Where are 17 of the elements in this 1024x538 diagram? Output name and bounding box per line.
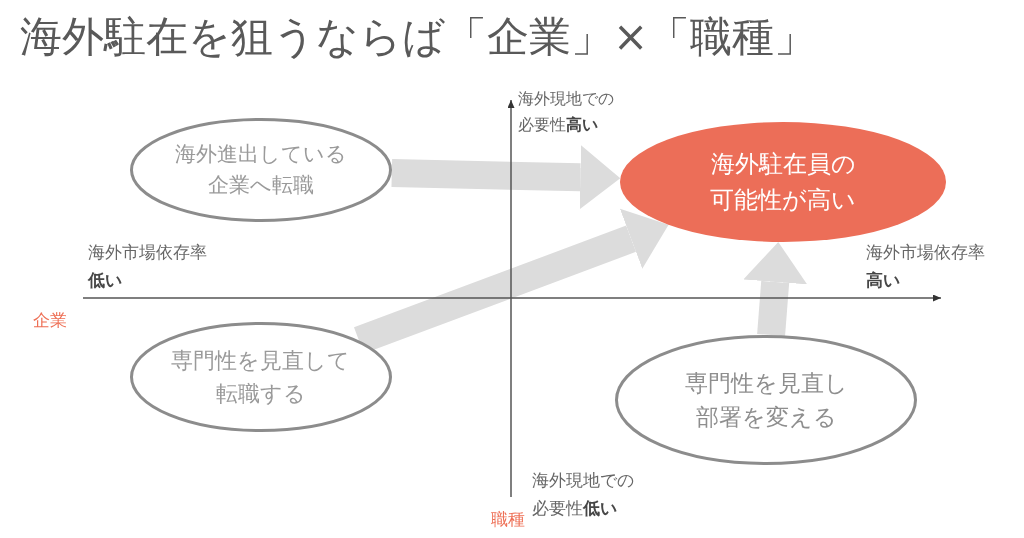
node-label: 海外進出している企業へ転職: [174, 140, 348, 199]
axis-title: 企業: [33, 309, 68, 332]
node-label: 海外駐在員の可能性が高い: [709, 149, 857, 216]
axis-label: 海外市場依存率高い: [866, 241, 986, 293]
block-arrow: [743, 242, 808, 337]
axis-label: 海外現地での必要性高い: [518, 88, 615, 137]
node-label: 専門性を見直して転職する: [170, 347, 352, 408]
axis-title: 職種: [491, 508, 526, 531]
block-arrow: [391, 145, 621, 210]
oval-node: [130, 322, 392, 432]
node-label: 専門性を見直し部署を変える: [683, 368, 849, 432]
oval-node: [620, 122, 946, 242]
title: 海外駐在を狙うならば「企業」×「職種」: [20, 12, 817, 63]
oval-node: [615, 335, 917, 465]
axis-label: 海外市場依存率低い: [88, 241, 208, 293]
axis-label: 海外現地での必要性低い: [532, 469, 635, 521]
oval-node: [130, 118, 392, 222]
